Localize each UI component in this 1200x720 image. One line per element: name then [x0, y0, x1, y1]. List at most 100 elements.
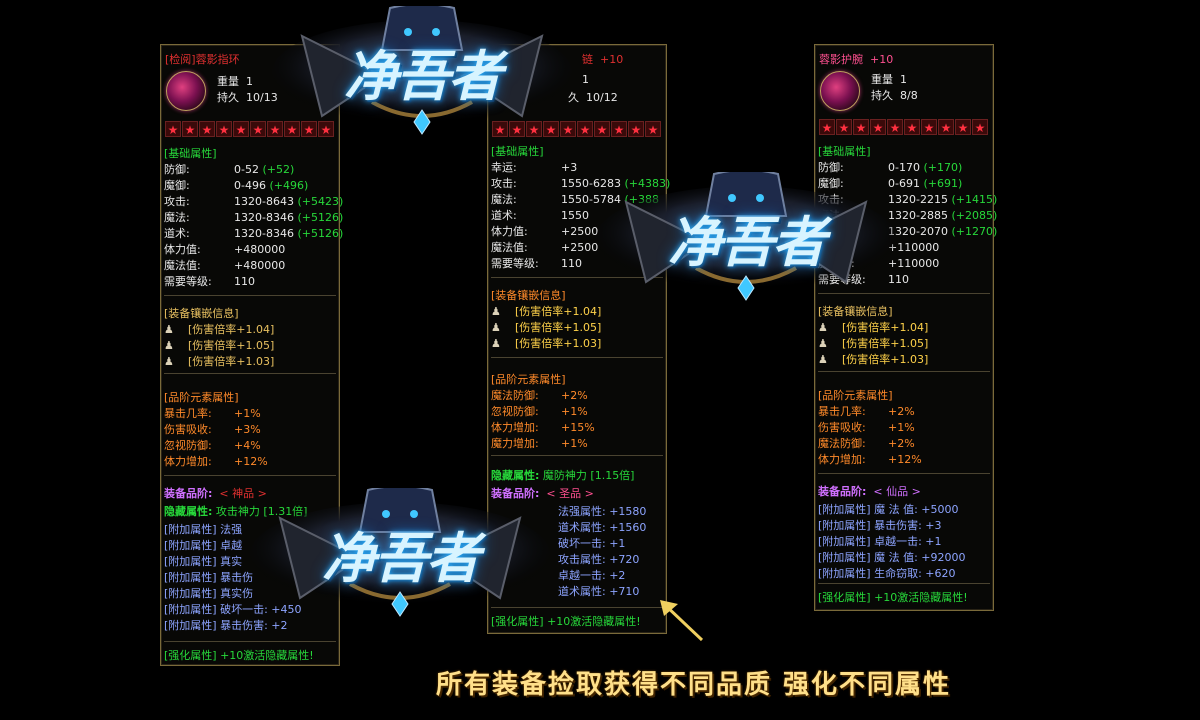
extra-attr-row: 道术属性: +1560 — [558, 521, 647, 534]
attr-value: +4% — [234, 439, 261, 452]
attr-value: +1% — [888, 421, 915, 434]
divider — [818, 473, 990, 474]
extra-attr-row: [附加属性] 真实 — [164, 555, 243, 568]
attr-key: 道术: — [491, 209, 517, 222]
attr-bonus: (+4383) — [624, 177, 671, 190]
gem-socket-row: ♟[伤害倍率+1.05] — [818, 335, 928, 351]
attr-key: 暴击几率: — [818, 405, 866, 418]
game-logo: 净吾者 — [240, 488, 560, 618]
star-icon: ★ — [577, 121, 593, 137]
base-attr-title: [基础属性] — [164, 147, 217, 160]
star-icon: ★ — [318, 121, 334, 137]
attr-key: 体力值: — [164, 243, 201, 256]
attr-key: 魔法: — [164, 211, 190, 224]
grade-row: 装备品阶: < 仙品 > — [818, 485, 921, 498]
gem-socket-text: [伤害倍率+1.04] — [842, 321, 929, 334]
attr-value: +12% — [888, 453, 922, 466]
attr-value: 110 — [561, 257, 582, 270]
attr-key: 体力增加: — [491, 421, 539, 434]
attr-value: 110 — [888, 273, 909, 286]
attr-bonus: (+496) — [269, 179, 309, 192]
base-attr-row: 需要等级:110 — [164, 273, 336, 289]
attr-value: +2% — [888, 405, 915, 418]
attr-value: +480000 — [234, 243, 286, 256]
attr-value: +1% — [561, 437, 588, 450]
element-attr-row: 暴击几率: +2% — [818, 403, 990, 419]
attr-value: +1% — [561, 405, 588, 418]
bracer-item-icon — [820, 71, 860, 111]
extra-attr-row: 攻击属性: +720 — [558, 553, 640, 566]
gem-socket-icon: ♟ — [164, 355, 174, 368]
attr-key: 魔法: — [491, 193, 517, 206]
gem-socket-text: [伤害倍率+1.03] — [842, 353, 929, 366]
weight-stat: 重量 1 — [871, 73, 907, 86]
extra-attr-row: [附加属性] 法强 — [164, 523, 243, 536]
base-attr-row: 魔法值:+2500 — [491, 239, 663, 255]
divider — [491, 455, 663, 456]
item-name: [检阅]蓉影指环 — [165, 53, 240, 66]
divider — [818, 583, 990, 584]
star-icon: ★ — [870, 119, 886, 135]
element-attr-row: 魔法防御:+2% — [818, 435, 990, 451]
attr-value: 0-496 — [234, 179, 266, 192]
star-icon: ★ — [836, 119, 852, 135]
base-attr-row: 防御:0-170 (+170) — [818, 159, 990, 175]
star-icon: ★ — [233, 121, 249, 137]
strengthen-row: [强化属性] +10激活隐藏属性! — [491, 615, 641, 628]
pointer-arrow-icon — [660, 600, 704, 642]
durability-stat: 持久 10/13 — [217, 91, 278, 104]
logo-text: 净吾者 — [668, 210, 826, 274]
attr-key: 防御: — [164, 163, 190, 176]
star-icon: ★ — [199, 121, 215, 137]
star-icon: ★ — [594, 121, 610, 137]
extra-attr-row: 法强属性: +1580 — [558, 505, 647, 518]
extra-attr-row: [附加属性] 卓越一击: +1 — [818, 535, 942, 548]
extra-attr-row: [附加属性] 暴击伤 — [164, 571, 254, 584]
star-icon: ★ — [853, 119, 869, 135]
gem-socket-icon: ♟ — [491, 337, 501, 350]
divider — [164, 475, 336, 476]
attr-bonus: (+691) — [923, 177, 963, 190]
attr-key: 魔御: — [818, 177, 844, 190]
attr-key: 体力值: — [491, 225, 528, 238]
base-attr-row: 体力值: +480000 — [164, 241, 336, 257]
star-icon: ★ — [216, 121, 232, 137]
attr-value: +2500 — [561, 225, 599, 238]
attr-bonus: (+5423) — [297, 195, 344, 208]
gem-socket-icon: ♟ — [818, 321, 828, 334]
gem-socket-text: [伤害倍率+1.04] — [188, 323, 275, 336]
attr-key: 体力增加: — [818, 453, 866, 466]
attr-key: 防御: — [818, 161, 844, 174]
base-attr-title: [基础属性] — [818, 145, 871, 158]
star-icon: ★ — [972, 119, 988, 135]
attr-key: 道术: — [164, 227, 190, 240]
attr-key: 魔御: — [164, 179, 190, 192]
gem-socket-text: [伤害倍率+1.05] — [188, 339, 275, 352]
element-attr-title: [品阶元素属性] — [491, 373, 566, 386]
attr-value: 1320-2885 — [888, 209, 948, 222]
star-icon: ★ — [628, 121, 644, 137]
base-attr-row: 防御:0-52 (+52) — [164, 161, 336, 177]
game-logo: 净吾者 — [586, 172, 906, 302]
base-attr-row: 魔法值:+480000 — [164, 257, 336, 273]
ring-item-icon — [166, 71, 206, 111]
attr-key: 暴击几率: — [164, 407, 212, 420]
gem-socket-icon: ♟ — [164, 323, 174, 336]
attr-value: 1320-2070 — [888, 225, 948, 238]
attr-key: 需要等级: — [491, 257, 539, 270]
base-attr-row: 魔御: 0-496 (+496) — [164, 177, 336, 193]
gem-socket-row: ♟[伤害倍率+1.03] — [164, 353, 274, 369]
attr-value: +2% — [561, 389, 588, 402]
attr-key: 魔法防御: — [818, 437, 866, 450]
star-icon: ★ — [560, 121, 576, 137]
gem-socket-icon: ♟ — [818, 337, 828, 350]
attr-value: +2500 — [561, 241, 599, 254]
attr-key: 伤害吸收: — [818, 421, 866, 434]
element-attr-row: 魔力增加:+1% — [491, 435, 663, 451]
gem-info-title: [装备镶嵌信息] — [818, 305, 893, 318]
gem-socket-icon: ♟ — [818, 353, 828, 366]
item-tooltip-bracer: 蓉影护腕 +10 重量 1 持久 8/8 ★★★★★★★★★★ [基础属性] 防… — [814, 44, 997, 611]
attr-bonus: (+5126) — [297, 211, 344, 224]
attr-value: 0-52 — [234, 163, 259, 176]
element-attr-row: 体力增加:+15% — [491, 419, 663, 435]
